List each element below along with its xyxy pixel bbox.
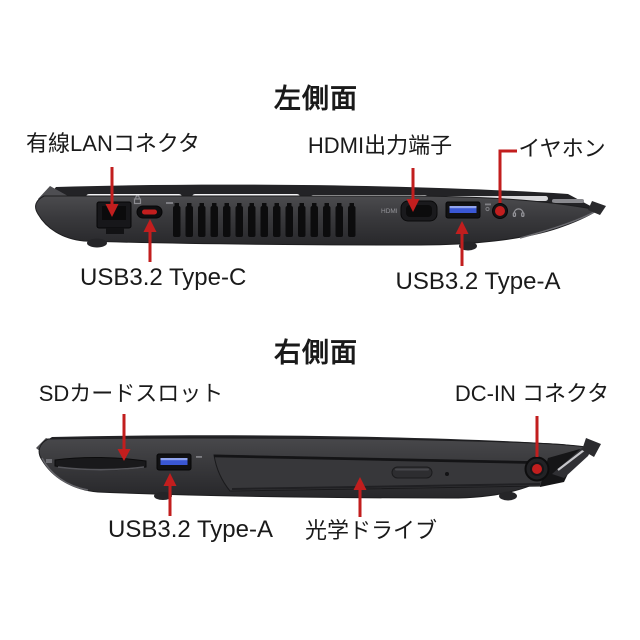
arrow-usb-a-right [163, 473, 177, 516]
dc-in-jack [524, 456, 550, 482]
label-optical-drive: 光学ドライブ [304, 518, 437, 543]
label-earphone: イヤホン [518, 136, 606, 161]
usb-a-port [445, 201, 481, 219]
arrow-lan [105, 167, 119, 217]
arrow-hdmi [406, 168, 420, 212]
label-hdmi-output: HDMI出力端子 [307, 133, 453, 158]
sd-card-slot [46, 456, 147, 471]
headphone-icon [512, 208, 525, 218]
hdmi-port [400, 200, 438, 222]
arrow-usb-a-left [455, 221, 469, 266]
section-heading-right-side: 右側面 [274, 338, 358, 368]
usb-a-port [156, 453, 192, 471]
label-dc-in-connector: DC-IN コネクタ [454, 381, 610, 406]
hinge-highlight [557, 446, 589, 471]
lan-port [96, 201, 132, 234]
security-lock-icon [133, 195, 142, 205]
section-heading-left-side: 左側面 [274, 84, 358, 114]
rubber-foot [154, 492, 172, 500]
laptop-left-side-view: HDMI [35, 184, 606, 251]
body-edge-highlight [519, 210, 597, 239]
right-hinge-cap [582, 438, 601, 457]
arrow-usb-c [143, 219, 157, 262]
body-edge-highlight [41, 457, 89, 491]
arrow-sd-card [117, 414, 131, 461]
vent-grille [173, 203, 356, 237]
usb-c-port [136, 205, 163, 219]
rubber-foot [87, 238, 107, 248]
rubber-foot [499, 491, 517, 501]
usb-c-marking [166, 202, 173, 204]
emergency-eject-hole [445, 472, 449, 476]
label-usb-type-a-right: USB3.2 Type-A [108, 516, 273, 543]
laptop-right-side-view [36, 435, 601, 501]
arrow-optical-drive [353, 477, 367, 517]
label-usb-type-a-left: USB3.2 Type-A [395, 268, 561, 295]
optical-drive [213, 454, 549, 492]
label-lan-connector: 有線LANコネクタ [26, 131, 200, 156]
leader-earphone [498, 149, 517, 203]
hdmi-marking: HDMI [381, 208, 398, 215]
usb-marking [196, 456, 202, 458]
label-sd-card-slot: SDカードスロット [38, 381, 224, 406]
eject-button [391, 466, 433, 479]
usb-marking [485, 203, 491, 212]
headphone-jack [492, 203, 508, 219]
right-hinge-cap [588, 201, 606, 215]
label-usb-type-c: USB3.2 Type-C [80, 264, 247, 291]
